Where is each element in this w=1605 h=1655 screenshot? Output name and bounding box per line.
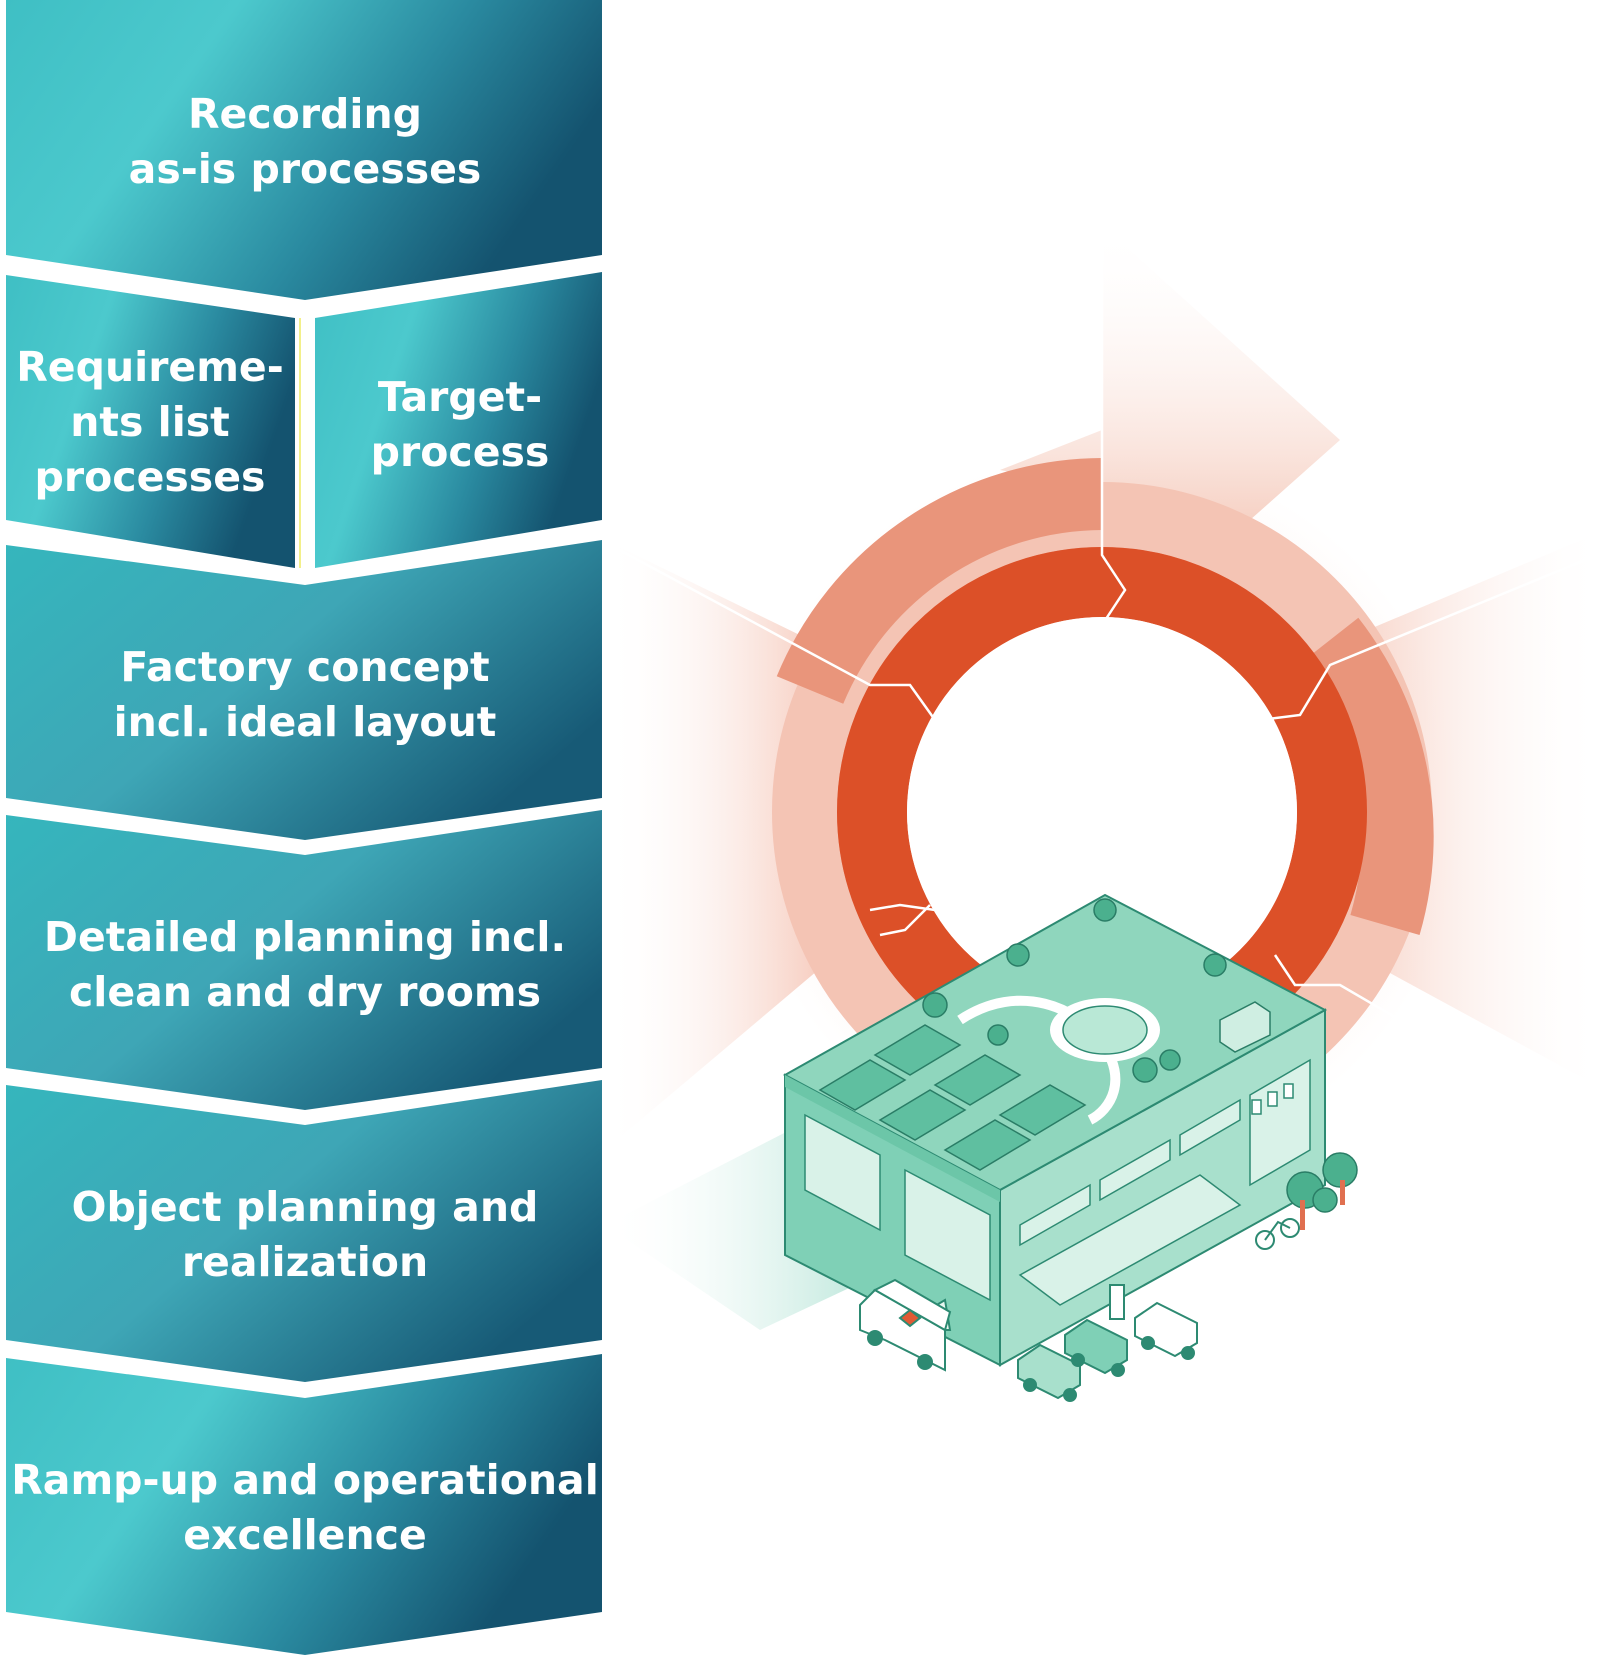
step-label-factory-concept: Factory concept incl. ideal layout xyxy=(113,643,497,746)
factory-building-icon xyxy=(605,893,1358,1402)
step-label-detailed-planning: Detailed planning incl. clean and dry ro… xyxy=(43,913,567,1016)
step-shape-6 xyxy=(6,1354,602,1655)
step-shape-2a xyxy=(6,275,295,568)
step-label-target-process: Target- process xyxy=(370,373,550,476)
step-shape-5 xyxy=(6,1080,602,1382)
step-label-object-planning: Object planning and realization xyxy=(71,1183,539,1286)
step-label-ramp-up: Ramp-up and operational excellence xyxy=(11,1456,599,1559)
step-label-recording: Recording as-is processes xyxy=(128,90,482,193)
step-shape-2b xyxy=(315,272,602,568)
step-shape-3 xyxy=(6,540,602,840)
step-shape-1 xyxy=(6,0,602,300)
ring-segment-dividers xyxy=(609,240,1586,1022)
light-beam-top xyxy=(1000,225,1340,520)
process-steps: Recording as-is processes Requireme- nts… xyxy=(0,0,610,1655)
step-shapes xyxy=(6,0,602,1655)
step-label-requirements: Requireme- nts list processes xyxy=(16,343,284,501)
step-shape-4 xyxy=(6,810,602,1110)
